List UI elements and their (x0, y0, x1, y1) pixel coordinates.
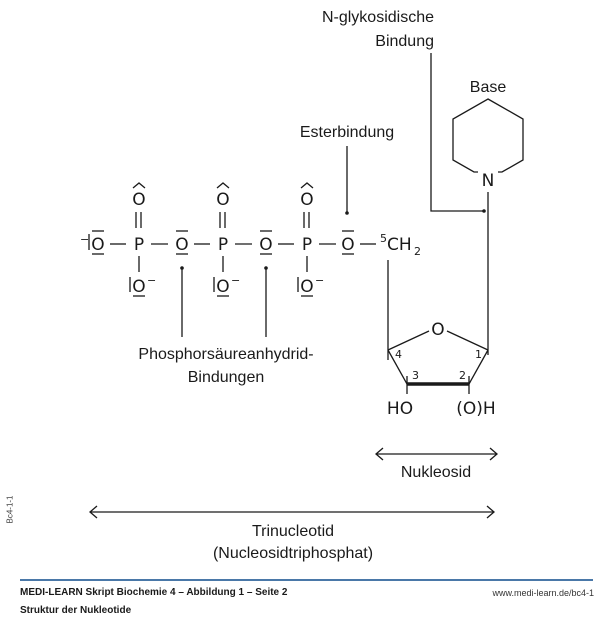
footer-url[interactable]: www.medi-learn.de/bc4-1 (492, 588, 594, 598)
svg-text:O: O (216, 277, 229, 297)
ester-pointer-dot (345, 211, 349, 215)
bridging-oxygen-1: O (175, 235, 188, 255)
ester-oxygen: O (341, 235, 354, 255)
ch2-group: CH (387, 235, 412, 255)
ring-number-1: 1 (475, 348, 482, 361)
nucleoside-label: Nukleosid (401, 464, 471, 481)
phosphate-chain: − O P O O − O P O O − O (80, 182, 421, 297)
trinucleotide-label-line1: Trinucleotid (252, 523, 334, 540)
ester-label: Esterbindung (300, 124, 394, 141)
anhydride-label-line1: Phosphorsäureanhydrid- (138, 346, 313, 363)
svg-text:2: 2 (414, 245, 421, 258)
svg-text:O: O (300, 277, 313, 297)
svg-text:−: − (231, 274, 240, 287)
ring-number-2: 2 (459, 369, 466, 382)
footer-subtitle: Struktur der Nukleotide (20, 605, 132, 616)
trinucleotide-span-arrow (89, 505, 495, 519)
svg-text:O: O (300, 190, 313, 210)
base-label: Base (470, 79, 507, 96)
svg-text:O: O (132, 190, 145, 210)
n-glycosidic-label-line1: N-glykosidische (322, 9, 434, 26)
c5-label: 5 (380, 232, 387, 245)
n-glycosidic-pointer (430, 53, 484, 212)
phosphorus-alpha: P (134, 235, 144, 255)
hydroxyl-2: (O)H (456, 399, 495, 419)
svg-text:−: − (80, 233, 89, 246)
n-glycosidic-pointer-dot (482, 209, 486, 213)
side-code: Bc4-1-1 (5, 495, 15, 524)
ring-oxygen: O (431, 320, 444, 340)
terminal-oxygen: O (91, 235, 104, 255)
svg-text:−: − (315, 274, 324, 287)
svg-text:O: O (132, 277, 145, 297)
svg-text:−: − (147, 274, 156, 287)
anhydride-label-line2: Bindungen (188, 369, 265, 386)
footer-rule (20, 579, 593, 581)
ring-number-3: 3 (412, 369, 419, 382)
bridging-oxygen-2: O (259, 235, 272, 255)
ring-number-4: 4 (395, 348, 402, 361)
n-glycosidic-label-line2: Bindung (375, 33, 434, 50)
nucleoside-span-arrow (375, 447, 498, 461)
ribose-ring: O 1 2 3 4 HO (O)H (387, 320, 496, 419)
footer-title: MEDI-LEARN Skript Biochemie 4 – Abbildun… (20, 587, 288, 598)
phosphorus-gamma: P (302, 235, 312, 255)
hydroxyl-3: HO (387, 399, 413, 419)
trinucleotide-label-line2: (Nucleosidtriphosphat) (213, 545, 373, 562)
phosphorus-beta: P (218, 235, 228, 255)
base-ring (452, 98, 524, 173)
nucleotide-structure-diagram: N-glykosidische Bindung Base N Esterbind… (80, 9, 524, 562)
base-nitrogen: N (482, 171, 495, 191)
svg-text:O: O (216, 190, 229, 210)
